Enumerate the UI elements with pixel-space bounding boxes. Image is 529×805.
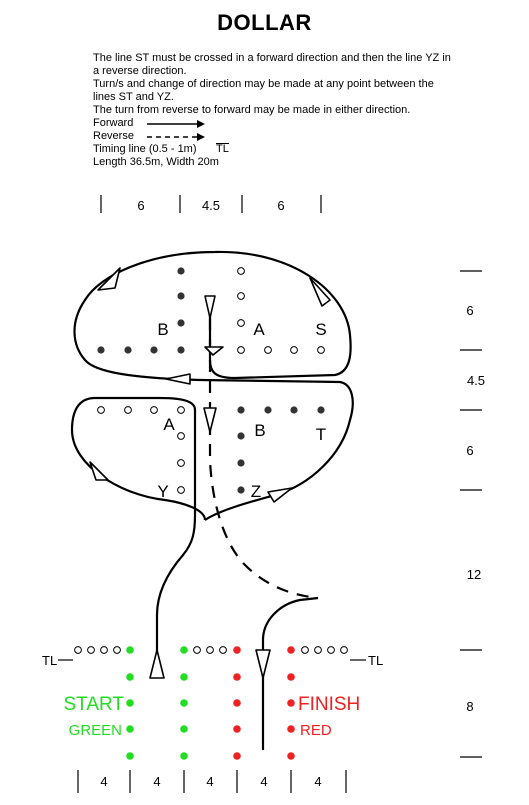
direction-arrows bbox=[89, 267, 331, 679]
marker-b-top: B bbox=[157, 320, 168, 339]
marker-a-bottom: A bbox=[163, 415, 175, 434]
legend-timing-label: Timing line (0.5 - 1m) bbox=[93, 143, 197, 155]
instruction-2: Turn/s and change of direction may be ma… bbox=[93, 78, 434, 103]
tl-right-label: TL bbox=[368, 653, 383, 668]
marker-a-top: A bbox=[253, 320, 265, 339]
right-dim-2: 4.5 bbox=[467, 373, 485, 388]
green-markers bbox=[126, 646, 188, 760]
legend-length: Length 36.5m, Width 20m bbox=[93, 156, 219, 168]
start-label: START bbox=[63, 694, 124, 715]
right-dim-5: 8 bbox=[466, 699, 473, 714]
arrow-top-left bbox=[97, 267, 121, 291]
legend-reverse-label: Reverse bbox=[93, 130, 134, 142]
page-title: DOLLAR bbox=[217, 10, 312, 35]
forward-arrow-icon bbox=[147, 120, 205, 128]
marker-b-bottom: B bbox=[254, 421, 265, 440]
arrow-bottom-left bbox=[89, 461, 109, 481]
arrow-middle-left bbox=[165, 373, 191, 385]
bottom-dim-1: 4 bbox=[100, 774, 107, 789]
timing-line-right bbox=[301, 646, 366, 661]
bottom-dim-4: 4 bbox=[260, 774, 267, 789]
legend-reverse: Reverse bbox=[93, 130, 453, 143]
bottom-dim-2: 4 bbox=[153, 774, 160, 789]
tl-left-label: TL bbox=[42, 653, 57, 668]
right-dim-1: 6 bbox=[466, 303, 473, 318]
arrow-top-right bbox=[309, 277, 331, 307]
bottom-dim-5: 4 bbox=[314, 774, 321, 789]
top-dimension-ticks bbox=[100, 195, 322, 213]
legend-timing-abbr: TL bbox=[216, 143, 229, 155]
marker-dots bbox=[97, 267, 325, 494]
reverse-path bbox=[208, 297, 319, 600]
timing-line-left bbox=[58, 646, 121, 661]
reverse-arrow-icon bbox=[147, 133, 205, 141]
instructions-block: The line ST must be crossed in a forward… bbox=[93, 52, 453, 169]
right-dim-3: 6 bbox=[466, 443, 473, 458]
finish-lane-path bbox=[261, 596, 319, 750]
timing-line-middle bbox=[193, 646, 227, 654]
top-dim-3: 6 bbox=[277, 198, 284, 213]
red-markers bbox=[233, 646, 295, 760]
legend-forward-label: Forward bbox=[93, 117, 134, 129]
instruction-3: The turn from reverse to forward may be … bbox=[93, 104, 411, 116]
bottom-dim-3: 4 bbox=[206, 774, 213, 789]
arrow-center-up bbox=[204, 295, 216, 319]
forward-path bbox=[70, 250, 354, 678]
arrow-center-top bbox=[204, 346, 224, 356]
marker-s: S bbox=[315, 320, 326, 339]
marker-t: T bbox=[316, 425, 326, 444]
top-dim-1: 6 bbox=[137, 198, 144, 213]
right-dimension-ticks bbox=[460, 270, 482, 758]
legend-forward: Forward bbox=[93, 117, 453, 130]
bottom-dimension-ticks bbox=[77, 770, 347, 793]
right-dim-4: 12 bbox=[467, 567, 481, 582]
arrow-start-up bbox=[149, 649, 165, 679]
arrow-finish-down bbox=[255, 649, 271, 679]
legend-timing: Timing line (0.5 - 1m) TL bbox=[93, 143, 453, 156]
arrow-reverse-down bbox=[203, 407, 217, 433]
top-dim-2: 4.5 bbox=[202, 198, 220, 213]
marker-z: Z bbox=[251, 482, 261, 501]
green-label: GREEN bbox=[69, 722, 122, 739]
instruction-1: The line ST must be crossed in a forward… bbox=[93, 52, 451, 77]
red-label: RED bbox=[300, 722, 332, 739]
marker-y: Y bbox=[157, 482, 168, 501]
finish-label: FINISH bbox=[298, 694, 360, 715]
arrow-bottom-right bbox=[267, 487, 293, 503]
